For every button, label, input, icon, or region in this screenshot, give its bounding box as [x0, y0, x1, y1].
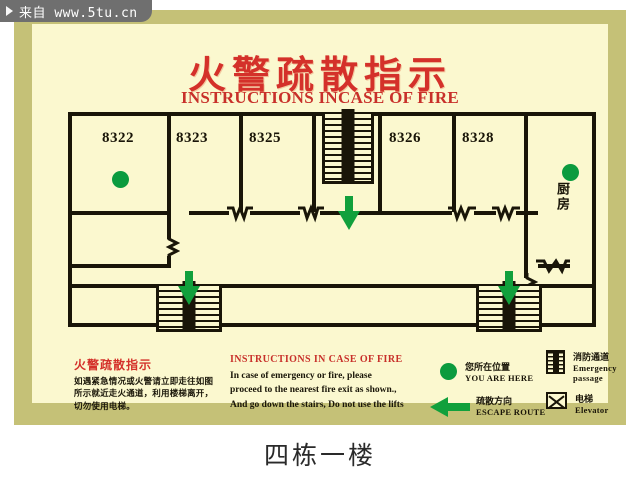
legend-key-you-are-here-text: 您所在位置 YOU ARE HERE: [465, 360, 533, 383]
stairs-icon-spine: [552, 350, 559, 374]
escape-arrow-right-head: [498, 286, 520, 305]
door-notch-8328: [492, 204, 520, 223]
legend-key-escape-route-cn: 疏散方向: [476, 397, 513, 407]
legend-key-elevator-en: Elevator: [575, 405, 609, 415]
watermark-bar: 来自 www.5tu.cn: [0, 0, 152, 22]
legend-instructions-line1: In case of emergency or fire, please: [230, 371, 372, 381]
floor-caption: 四栋一楼: [263, 441, 376, 470]
legend-instructions-line2: proceed to the nearest fire exit as show…: [230, 385, 397, 396]
legend-key-you-are-here: 您所在位置 YOU ARE HERE: [440, 360, 533, 383]
green-dot-icon: [440, 363, 457, 380]
legend-key-emergency-passage-en2: passage: [573, 373, 603, 383]
legend-key-you-are-here-cn: 您所在位置: [465, 363, 511, 373]
wall-divider-8323-8325: [239, 116, 243, 212]
wall-divider-8322-8323: [167, 116, 171, 212]
wall-left-jog-vert: [167, 211, 171, 239]
wall-corridor-bottom-left: [72, 284, 156, 288]
room-label-8328: 8328: [462, 130, 494, 146]
poster-inner: 火警疏散指示 INSTRUCTIONS INCASE OF FIRE: [32, 24, 616, 417]
door-notch-8325: [298, 204, 324, 223]
wall-corridor-top-right: [416, 211, 452, 215]
green-left-arrow-icon: [430, 396, 470, 417]
wall-divider-stair-8326: [378, 116, 382, 212]
wall-corridor-top-mid3: [320, 211, 416, 215]
green-left-arrow-head: [430, 396, 448, 417]
legend-key-emergency-passage-en: Emergency: [573, 363, 617, 373]
stairs-icon: [546, 350, 565, 374]
door-notch-8326: [448, 204, 476, 223]
door-notch-8323: [227, 204, 253, 223]
door-notch-8322-vertical: [165, 234, 180, 260]
stairs-central: [322, 109, 374, 184]
escape-arrow-center-shaft: [345, 196, 353, 213]
stairs-central-spine: [341, 109, 355, 184]
room-label-8322: 8322: [102, 130, 134, 146]
legend-key-escape-route-en: ESCAPE ROUTE: [476, 407, 546, 417]
room-label-8326: 8326: [389, 130, 421, 146]
you-are-here-dot-8322: [112, 171, 129, 188]
legend-instructions-line3: And go down the stairs, Do not use the l…: [230, 399, 404, 410]
legend-key-emergency-passage: 消防通道 Emergency passage: [546, 350, 617, 383]
wall-corridor-bottom-mid: [222, 284, 476, 288]
wall-corridor-top-right2: [474, 211, 496, 215]
legend-notice-body-cn: 如遇紧急情况或火警请立即走往如图 所示就近走火通道，利用楼梯离开， 切勿使用电梯…: [74, 376, 234, 413]
you-are-here-dot-kitchen: [562, 164, 579, 181]
play-triangle-icon: [6, 6, 13, 16]
green-left-arrow-shaft: [448, 402, 470, 411]
room-label-kitchen: 厨房: [554, 182, 569, 212]
wall-divider-8325-stair: [312, 116, 316, 212]
wall-divider-8328-kitchen: [524, 116, 528, 268]
legend-key-escape-route-text: 疏散方向 ESCAPE ROUTE: [476, 394, 546, 417]
watermark-label: 来自 www.5tu.cn: [19, 5, 138, 21]
floor-plan: 8322 8323 8325 8326 8328 厨房: [68, 109, 596, 332]
escape-arrow-right: [498, 271, 520, 305]
wall-corridor-top-mid2: [250, 211, 300, 215]
legend-notice-cn: 火警疏散指示 如遇紧急情况或火警请立即走往如图 所示就近走火通道，利用楼梯离开，…: [74, 356, 234, 413]
legend-notice-line2: 所示就近走火通道，利用楼梯离开，: [74, 389, 214, 400]
legend-notice-line3: 切勿使用电梯。: [74, 401, 135, 412]
escape-arrow-left-head: [178, 286, 200, 305]
room-label-8323: 8323: [176, 130, 208, 146]
page-title-cn: 火警疏散指示: [187, 53, 452, 97]
green-left-arrow-shape: [430, 396, 470, 417]
legend-key-you-are-here-en: YOU ARE HERE: [465, 373, 534, 383]
legend-area: 火警疏散指示 如遇紧急情况或火警请立即走往如图 所示就近走火通道，利用楼梯离开，…: [68, 336, 616, 417]
legend-key-emergency-passage-cn: 消防通道: [573, 353, 610, 363]
page-title-en: INSTRUCTIONS INCASE OF FIRE: [180, 88, 460, 107]
legend-notice-line1: 如遇紧急情况或火警请立即走往如图: [74, 377, 214, 387]
elevator-icon: [546, 392, 567, 409]
escape-arrow-center-head: [338, 211, 360, 230]
wall-corridor-bottom-right: [542, 284, 596, 288]
wall-corridor-top-mid: [189, 211, 229, 215]
legend-key-elevator: 电梯 Elevator: [546, 392, 609, 415]
legend-instructions-en: INSTRUCTIONS IN CASE OF FIRE In case of …: [230, 354, 440, 412]
wall-divider-8326-8328: [452, 116, 456, 212]
wall-left-jog-vert2: [167, 256, 171, 268]
escape-arrow-left: [178, 271, 200, 305]
wall-corridor-top-left2: [72, 264, 167, 268]
escape-arrow-right-shaft: [505, 271, 513, 288]
escape-arrow-center: [338, 196, 360, 230]
legend-notice-title-cn: 火警疏散指示: [74, 358, 153, 372]
legend-instructions-title-en: INSTRUCTIONS IN CASE OF FIRE: [230, 354, 403, 365]
stairs-bottom-left: [156, 281, 222, 332]
legend-instructions-body-en: In case of emergency or fire, please pro…: [230, 369, 440, 412]
poster-frame: 火警疏散指示 INSTRUCTIONS INCASE OF FIRE: [14, 10, 626, 425]
escape-arrow-left-shaft: [185, 271, 193, 288]
legend-key-escape-route: 疏散方向 ESCAPE ROUTE: [430, 394, 546, 417]
legend-key-emergency-passage-text: 消防通道 Emergency passage: [573, 350, 617, 383]
door-notch-kitchen-top: [536, 258, 570, 275]
room-label-8325: 8325: [249, 130, 281, 146]
wall-corridor-top-left: [72, 211, 167, 215]
legend-key-elevator-text: 电梯 Elevator: [575, 392, 609, 415]
legend-key-elevator-cn: 电梯: [575, 395, 594, 405]
